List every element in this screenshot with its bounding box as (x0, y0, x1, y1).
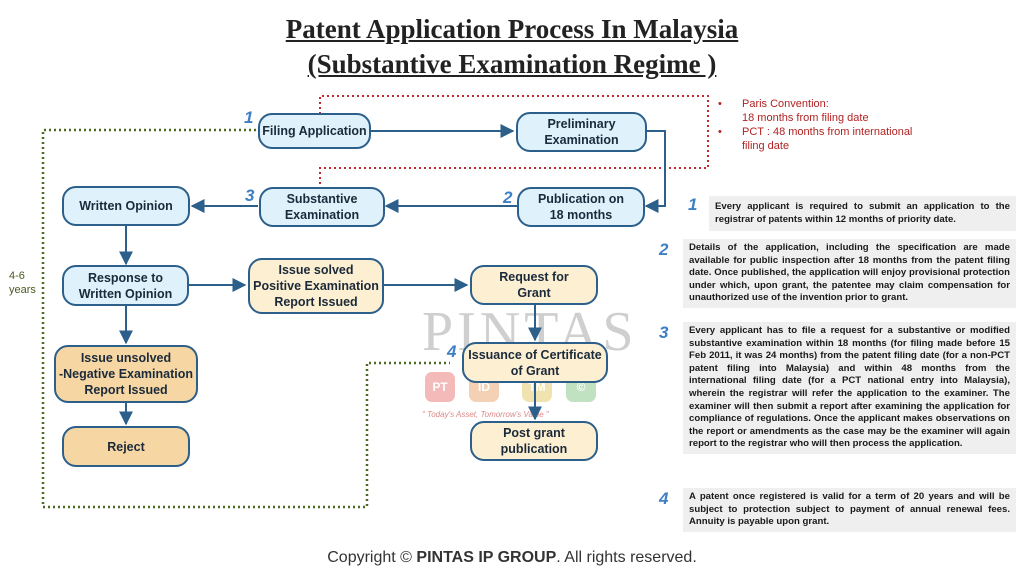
node-publication-label: Publication on 18 months (537, 192, 625, 222)
node-filing-application: Filing Application (258, 113, 371, 149)
node-issue-unsolved: Issue unsolved -Negative Examination Rep… (54, 345, 198, 403)
node-post-grant-publication: Post grant publication (470, 421, 598, 461)
note-4-text: A patent once registered is valid for a … (689, 491, 1010, 528)
note-number-4: 4 (659, 489, 669, 508)
bullet-icon: • (718, 98, 722, 110)
node-reject: Reject (62, 426, 190, 467)
copyright-footer: Copyright © PINTAS IP GROUP. All rights … (0, 549, 1024, 567)
convention-bracket (319, 95, 709, 188)
node-post-grant-label: Post grant publication (500, 426, 568, 456)
node-preliminary-examination: Preliminary Examination (516, 112, 647, 152)
step-number-2: 2 (503, 188, 513, 207)
watermark-badge-pt: PT (425, 372, 455, 402)
node-response-to-written-opinion: Response to Written Opinion (62, 265, 189, 306)
note-2-text: Details of the application, including th… (689, 242, 1010, 304)
node-substantive-label: Substantive Examination (284, 192, 360, 222)
note-1-text: Every applicant is required to submit an… (715, 201, 1010, 225)
note-1: Every applicant is required to submit an… (709, 196, 1016, 232)
convention-note-pct: • PCT : 48 months from international fil… (718, 125, 912, 153)
watermark-tagline: " Today's Asset, Tomorrow's Value " (422, 410, 549, 419)
node-preliminary-label: Preliminary Examination (544, 117, 619, 147)
node-issue-solved-label: Issue solved Positive Examination Report… (253, 263, 379, 309)
convention-note-paris-text: Paris Convention: 18 months from filing … (742, 98, 869, 124)
note-3: Every applicant has to file a request fo… (683, 322, 1016, 454)
node-issue-solved: Issue solved Positive Examination Report… (248, 258, 384, 314)
convention-notes: • Paris Convention: 18 months from filin… (718, 97, 912, 153)
note-2: Details of the application, including th… (683, 239, 1016, 308)
node-issuance-of-certificate: Issuance of Certificate of Grant (462, 342, 608, 383)
step-number-3: 3 (245, 186, 255, 205)
page-subtitle: (Substantive Examination Regime ) (307, 49, 717, 79)
note-4: A patent once registered is valid for a … (683, 488, 1016, 532)
page-title: Patent Application Process In Malaysia (285, 14, 739, 44)
copyright-brand: PINTAS IP GROUP (416, 549, 557, 566)
node-substantive-examination: Substantive Examination (259, 187, 385, 227)
node-request-for-grant: Request for Grant (470, 265, 598, 305)
node-written-opinion-label: Written Opinion (79, 199, 173, 213)
copyright-suffix: . All rights reserved. (556, 549, 697, 566)
note-3-text: Every applicant has to file a request fo… (689, 325, 1010, 450)
node-issuance-label: Issuance of Certificate of Grant (468, 347, 602, 378)
timeline-years-label: 4-6 years (9, 269, 36, 297)
node-written-opinion: Written Opinion (62, 186, 190, 226)
node-request-grant-label: Request for Grant (499, 270, 569, 300)
note-number-2: 2 (659, 240, 669, 259)
node-response-label: Response to Written Opinion (78, 270, 173, 301)
node-issue-unsolved-label: Issue unsolved -Negative Examination Rep… (58, 351, 194, 397)
step-number-1: 1 (244, 108, 254, 127)
note-number-1: 1 (688, 195, 698, 214)
copyright-prefix: Copyright © (327, 549, 417, 566)
note-number-3: 3 (659, 323, 669, 342)
node-filing-label: Filing Application (262, 124, 367, 138)
timeline-loop (41, 128, 450, 509)
timeline-years-text: 4-6 years (9, 270, 36, 296)
convention-note-paris: • Paris Convention: 18 months from filin… (718, 97, 912, 125)
bullet-icon: • (718, 126, 722, 138)
step-number-4: 4 (447, 342, 457, 361)
node-publication: Publication on 18 months (517, 187, 645, 227)
node-reject-label: Reject (107, 439, 145, 454)
convention-note-pct-text: PCT : 48 months from international filin… (742, 126, 913, 152)
arrow-preliminary-to-publication (644, 130, 666, 213)
